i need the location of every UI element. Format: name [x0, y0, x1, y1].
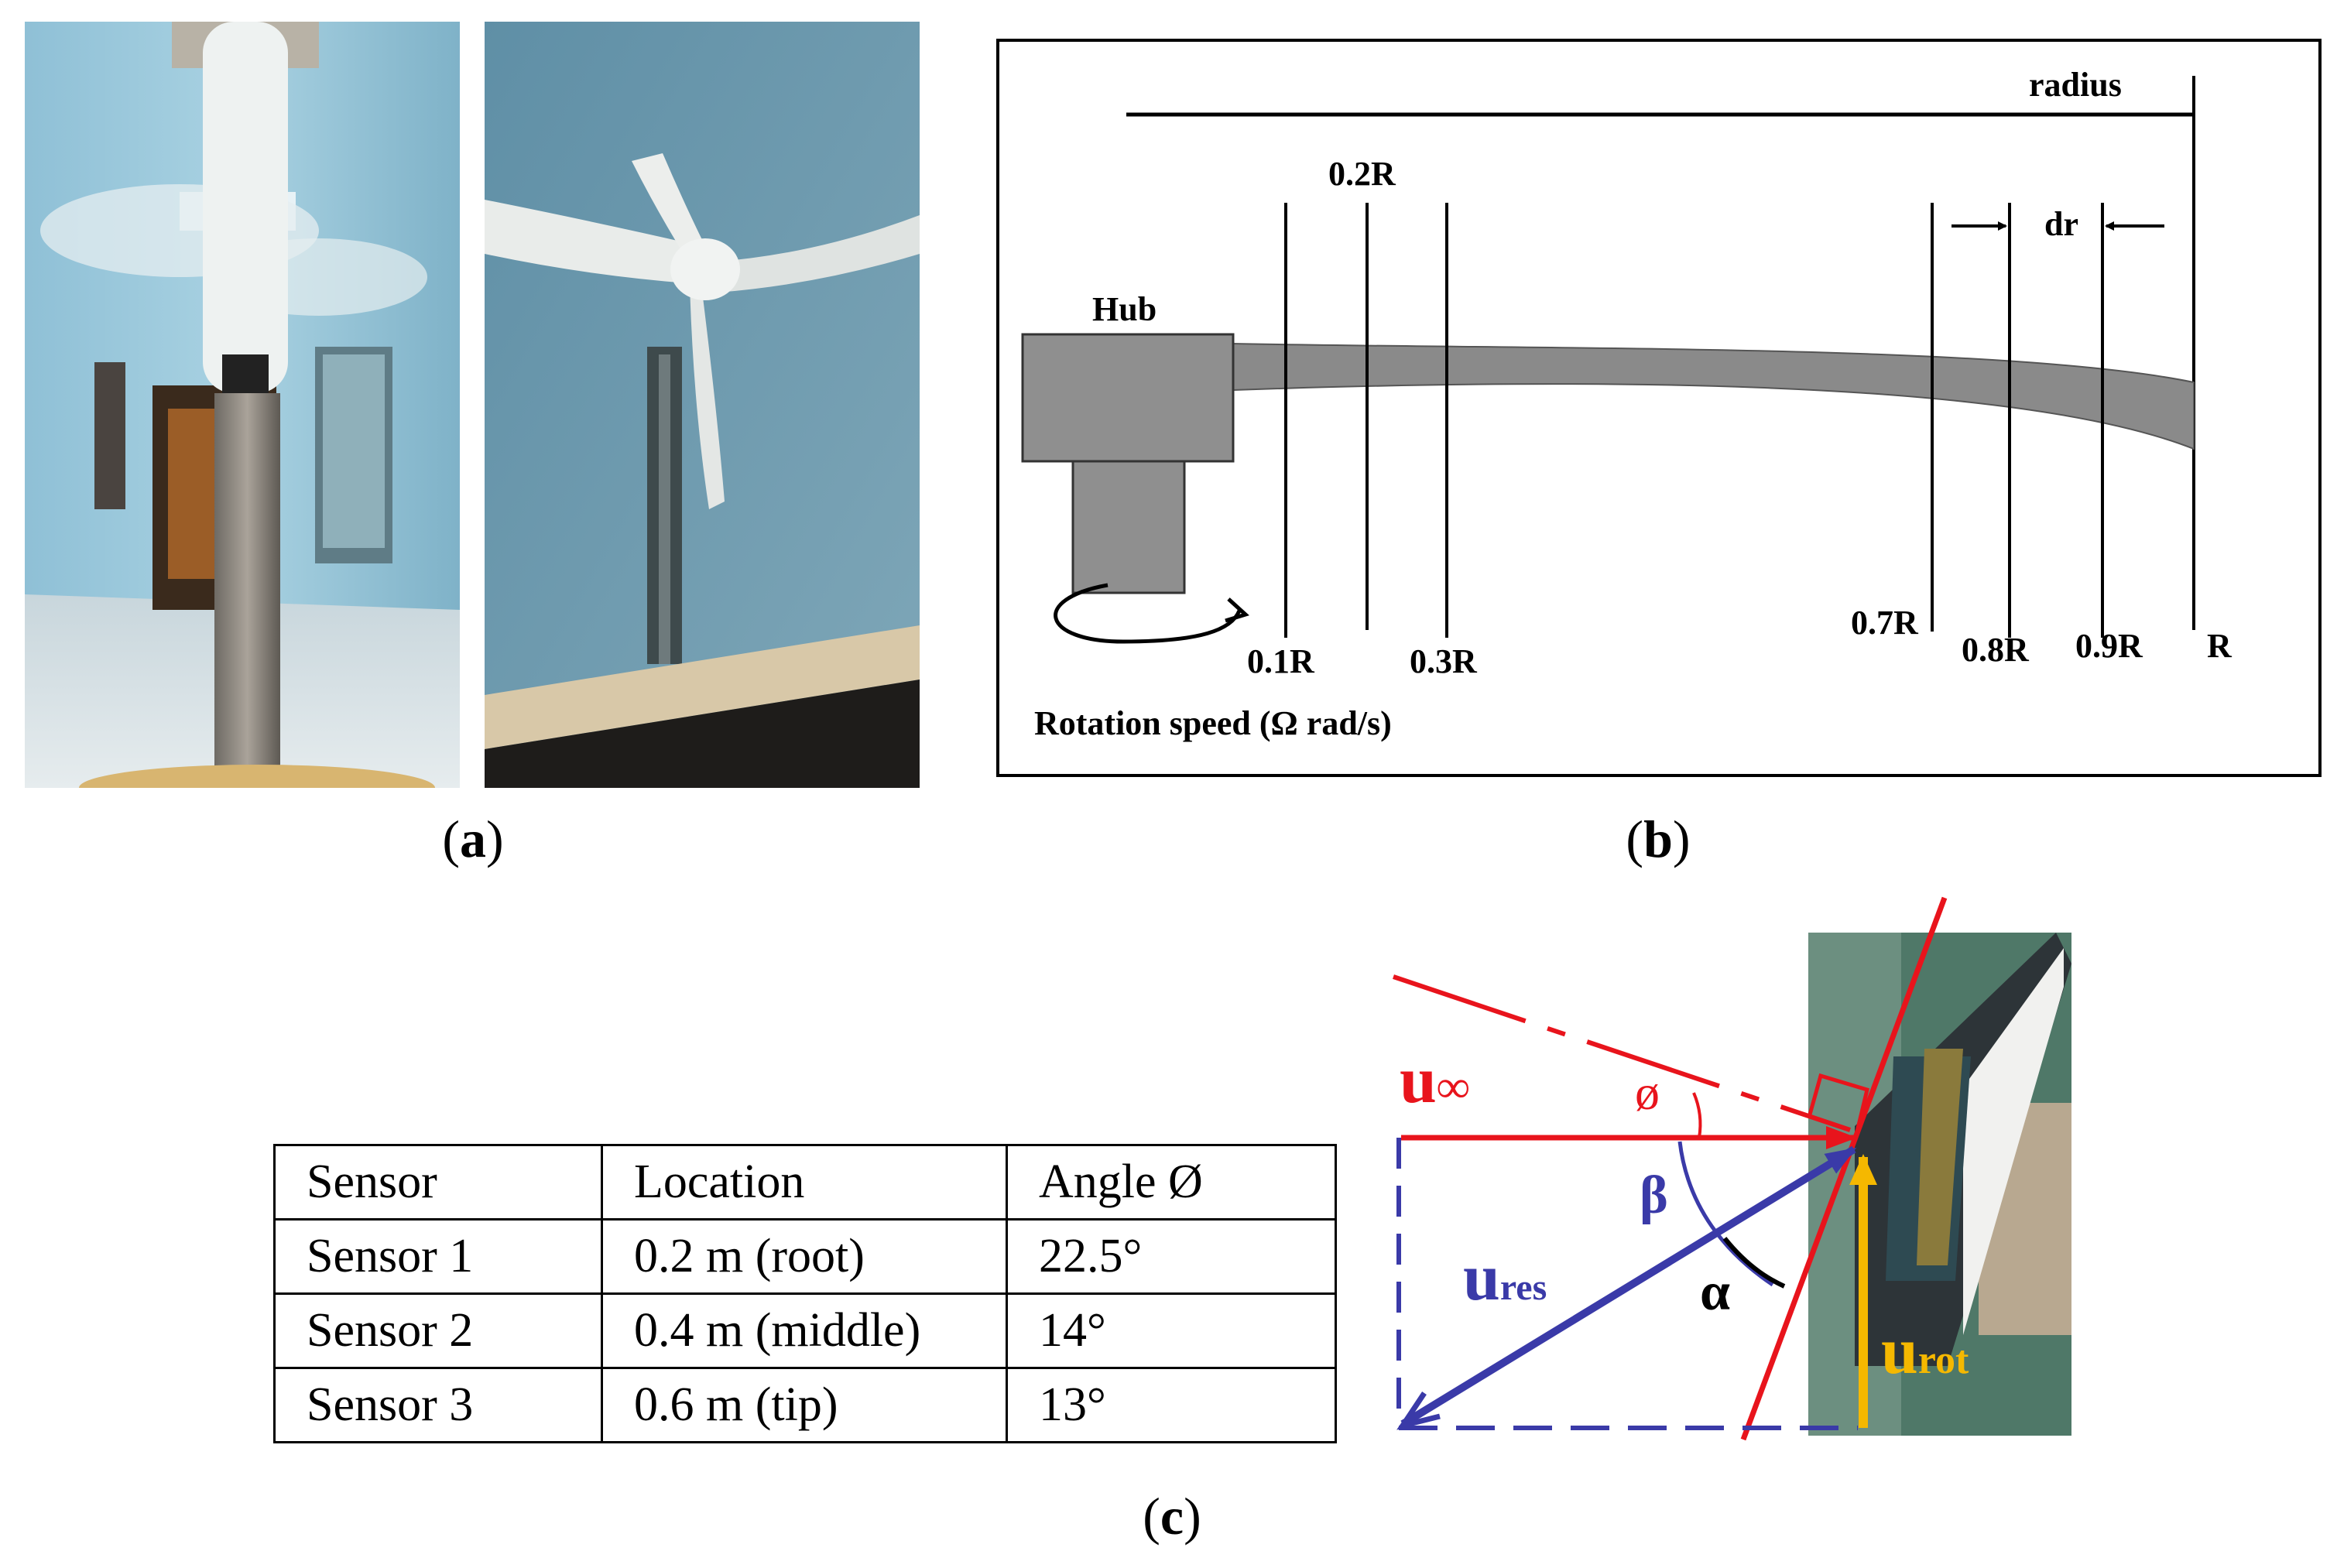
u-res-arrow: [1400, 1145, 1857, 1428]
radius-label: radius: [2029, 66, 2122, 104]
panel-label-b: (b): [1626, 810, 1691, 868]
rotation-speed-label: Rotation speed (Ω rad/s): [1034, 704, 1392, 742]
alpha-arc: [1722, 1237, 1786, 1289]
hub-block: [1021, 333, 1235, 463]
blade-element-diagram: radius Hub dr 0.1R 0.2R 0.3R 0.7R 0.8R 0…: [996, 39, 2322, 777]
table-row: Sensor 3 0.6 m (tip) 13°: [273, 1367, 1337, 1443]
panel-label-a: (a): [442, 810, 504, 868]
station-label-0.7R: 0.7R: [1851, 604, 1918, 642]
blade-shape: [1230, 342, 2195, 450]
table-cell: 13°: [1006, 1367, 1337, 1443]
station-label-R: R: [2207, 627, 2232, 665]
sensor-table: Sensor Location Angle Ø Sensor 1 0.2 m (…: [273, 1144, 1337, 1443]
hub-shaft: [1071, 460, 1186, 594]
right-angle-marker: [1808, 1073, 1869, 1129]
table-row: Sensor 1 0.2 m (root) 22.5°: [273, 1218, 1337, 1295]
u-inf-label: u∞: [1400, 1042, 1470, 1117]
station-label-0.2R: 0.2R: [1328, 155, 1396, 193]
station-label-0.9R: 0.9R: [2075, 627, 2143, 665]
table-cell: 0.6 m (tip): [601, 1367, 1008, 1443]
panel-label-c: (c): [1143, 1487, 1201, 1546]
u-rot-label: urot: [1881, 1313, 1969, 1388]
phi-label: ø: [1635, 1065, 1660, 1120]
blade-element-drawing: [1021, 76, 2195, 644]
table-row: Sensor 2 0.4 m (middle) 14°: [273, 1292, 1337, 1369]
table-cell: 22.5°: [1006, 1218, 1337, 1295]
table-cell: 0.4 m (middle): [601, 1292, 1008, 1369]
table-cell: Sensor 1: [273, 1218, 603, 1295]
table-header-cell: Location: [601, 1144, 1008, 1221]
table-cell: Sensor 3: [273, 1367, 603, 1443]
dr-label: dr: [2044, 205, 2078, 243]
table-cell: 0.2 m (root): [601, 1218, 1008, 1295]
table-cell: Sensor 2: [273, 1292, 603, 1369]
table-cell: 14°: [1006, 1292, 1337, 1369]
beta-label: β: [1640, 1166, 1668, 1225]
photo-wind-tunnel-front: [25, 22, 460, 788]
photo-wind-turbine-model: [485, 22, 920, 788]
beta-arc: [1677, 1141, 1774, 1287]
table-header-row: Sensor Location Angle Ø: [273, 1144, 1337, 1221]
table-header-cell: Angle Ø: [1006, 1144, 1337, 1221]
rotation-arrow: [1054, 583, 1242, 644]
station-label-0.3R: 0.3R: [1410, 642, 1477, 680]
station-label-0.1R: 0.1R: [1247, 642, 1314, 680]
u-res-label: ures: [1463, 1240, 1547, 1314]
inflow-reference-line: [1393, 974, 1851, 1132]
phi-arc: [1692, 1092, 1702, 1138]
hub-label: Hub: [1092, 290, 1157, 328]
alpha-label: α: [1700, 1262, 1731, 1322]
station-label-0.8R: 0.8R: [1962, 631, 2029, 669]
table-header-cell: Sensor: [273, 1144, 603, 1221]
